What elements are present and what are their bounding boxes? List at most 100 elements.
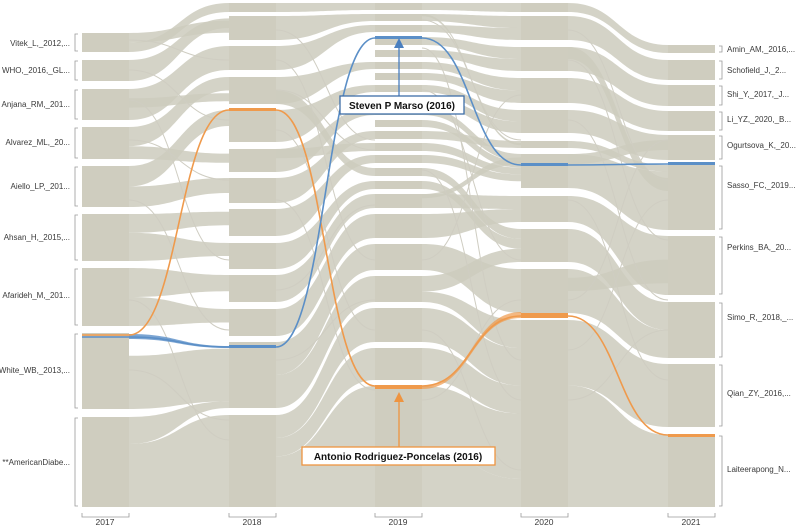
year-node xyxy=(375,14,422,21)
right-label[interactable]: Amin_AM,_2016,... xyxy=(727,45,795,54)
flow-line xyxy=(421,169,522,401)
left-label[interactable]: Afarideh_M,_201... xyxy=(2,291,70,300)
node-bracket xyxy=(74,333,78,409)
flow-band xyxy=(568,16,668,80)
left-label[interactable]: Anjana_RM,_201... xyxy=(2,100,71,109)
flow-line xyxy=(567,329,669,401)
callout-orange: Antonio Rodriguez-Poncelas (2016) xyxy=(301,392,496,466)
node-bracket xyxy=(74,166,78,207)
right-label[interactable]: Ogurtsova_K,_20... xyxy=(727,141,796,150)
flow-band xyxy=(568,385,668,507)
flow-band xyxy=(422,291,521,349)
flow-band xyxy=(129,93,229,108)
node-layer xyxy=(82,3,715,507)
left-label[interactable]: **AmericanDiabe... xyxy=(2,458,70,467)
bracket-layer xyxy=(74,33,723,518)
right-label[interactable]: Li_YZ,_2020,_B... xyxy=(727,115,791,124)
year-node xyxy=(82,33,129,52)
year-node xyxy=(521,16,568,40)
flow-band xyxy=(129,232,229,261)
arrow-up-icon xyxy=(394,38,404,48)
year-node xyxy=(82,89,129,120)
flow-layer xyxy=(128,3,669,507)
year-bracket xyxy=(228,513,277,518)
year-node xyxy=(229,415,276,507)
right-label[interactable]: Shi_Y,_2017,_J... xyxy=(727,90,789,99)
node-bracket xyxy=(719,302,723,358)
year-node xyxy=(668,45,715,53)
year-node xyxy=(668,364,715,427)
year-label-2018: 2018 xyxy=(243,517,262,527)
year-node xyxy=(82,127,129,159)
flow-band xyxy=(422,248,521,292)
highlight-layer xyxy=(82,36,715,437)
flow-line xyxy=(128,39,230,61)
year-node xyxy=(668,60,715,80)
right-labels: Amin_AM,_2016,... Schofield_J,_2... Shi_… xyxy=(727,45,796,474)
right-label[interactable]: Qian_ZY,_2016,... xyxy=(727,389,791,398)
flow-band xyxy=(422,155,521,182)
year-node xyxy=(375,244,422,270)
flow-line xyxy=(128,299,230,441)
flow-line xyxy=(275,299,376,361)
right-label[interactable]: Sasso_FC,_2019... xyxy=(727,181,795,190)
flow-band xyxy=(276,3,375,12)
node-bracket xyxy=(74,417,78,507)
flow-band xyxy=(276,90,375,176)
year-node xyxy=(375,3,422,10)
year-node xyxy=(229,275,276,302)
flow-band xyxy=(276,181,375,269)
left-label[interactable]: Ahsan_H,_2015,... xyxy=(4,233,70,242)
flow-band xyxy=(422,120,521,168)
year-axis: 2017 2018 2019 2020 2021 xyxy=(96,517,701,527)
flow-line xyxy=(421,19,522,141)
flow-line xyxy=(567,59,669,241)
year-node xyxy=(229,149,276,172)
year-node xyxy=(375,181,422,189)
right-label[interactable]: Schofield_J,_2... xyxy=(727,66,786,75)
highlight-node xyxy=(375,385,422,389)
year-node xyxy=(82,166,129,207)
year-node xyxy=(229,77,276,104)
year-node xyxy=(668,111,715,131)
right-label[interactable]: Laiteerapong_N... xyxy=(727,465,791,474)
year-node xyxy=(375,348,422,380)
flow-line xyxy=(275,29,376,141)
highlight-node xyxy=(375,36,422,39)
year-node xyxy=(375,168,422,176)
flow-band xyxy=(129,415,229,507)
left-label[interactable]: Aiello_LP,_201... xyxy=(11,182,70,191)
year-node xyxy=(375,25,422,32)
flow-line xyxy=(275,89,376,151)
flow-band xyxy=(129,110,229,187)
flow-band xyxy=(129,268,229,297)
right-label[interactable]: Perkins_BA,_20... xyxy=(727,243,791,252)
callout-blue: Steven P Marso (2016) xyxy=(339,38,465,115)
left-label[interactable]: Alvarez_ML,_20... xyxy=(6,138,70,147)
flow-band xyxy=(422,3,521,12)
node-bracket xyxy=(74,127,78,159)
arrow-up-icon xyxy=(394,392,404,402)
flow-line xyxy=(128,199,230,331)
year-node xyxy=(375,194,422,208)
year-node xyxy=(668,236,715,295)
left-label[interactable]: WHO,_2016,_GL... xyxy=(2,66,70,75)
blue-highlight-path xyxy=(82,37,669,348)
flow-line xyxy=(567,119,669,301)
left-label[interactable]: Vitek_L,_2012,... xyxy=(10,39,70,48)
right-label[interactable]: Simo_R,_2018,_... xyxy=(727,313,793,322)
year-node xyxy=(521,78,568,103)
left-label[interactable]: White_WB,_2013,... xyxy=(0,366,70,375)
flow-band xyxy=(276,308,375,438)
node-bracket xyxy=(719,165,723,230)
flow-band xyxy=(422,50,521,71)
flow-band xyxy=(422,108,521,161)
flow-band xyxy=(276,244,375,375)
node-bracket xyxy=(74,89,78,120)
flow-band xyxy=(568,140,668,165)
year-node xyxy=(82,333,129,409)
flow-band xyxy=(422,209,521,238)
node-bracket xyxy=(719,45,723,53)
year-node xyxy=(521,110,568,133)
